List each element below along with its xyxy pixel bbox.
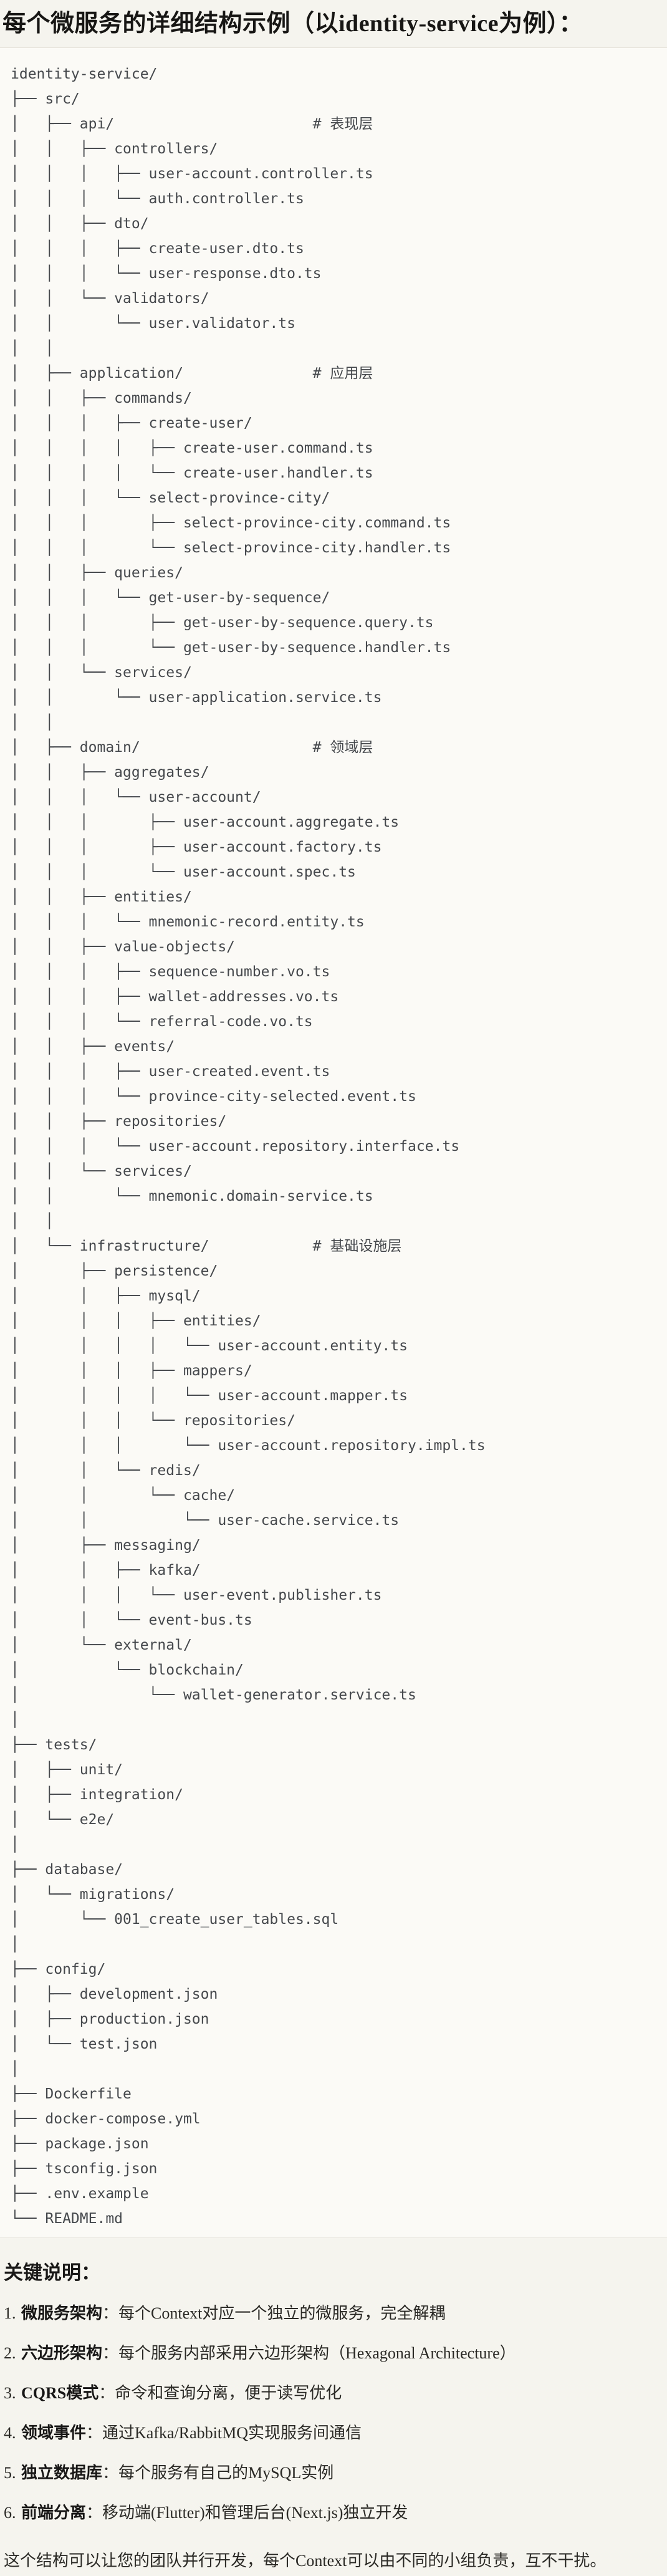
notes-heading: 关键说明： xyxy=(4,2262,100,2284)
closing-paragraph: 这个结构可以让您的团队并行开发，每个Context可以由不同的小组负责，互不干扰… xyxy=(4,2552,607,2570)
page-title: 每个微服务的详细结构示例（以identity-service为例）： xyxy=(2,11,583,37)
item-number: 6. xyxy=(4,2504,20,2522)
item-number: 3. xyxy=(4,2384,20,2402)
item-number: 1. xyxy=(4,2304,20,2322)
list-item: 4. 领域事件：通过Kafka/RabbitMQ实现服务间通信 xyxy=(4,2424,658,2443)
key-notes-section: 关键说明： 1. 微服务架构：每个Context对应一个独立的微服务，完全解耦 … xyxy=(0,2262,667,2576)
directory-tree: identity-service/ ├── src/ │ ├── api/ # … xyxy=(11,66,486,2227)
item-number: 2. xyxy=(4,2344,20,2362)
list-item: 1. 微服务架构：每个Context对应一个独立的微服务，完全解耦 xyxy=(4,2304,658,2323)
notes-list: 1. 微服务架构：每个Context对应一个独立的微服务，完全解耦 2. 六边形… xyxy=(4,2304,658,2522)
item-number: 4. xyxy=(4,2424,20,2442)
list-item: 3. CQRS模式：命令和查询分离，便于读写优化 xyxy=(4,2384,658,2403)
item-text: ：每个Context对应一个独立的微服务，完全解耦 xyxy=(102,2304,446,2322)
item-label: 微服务架构 xyxy=(21,2304,103,2322)
list-item: 6. 前端分离：移动端(Flutter)和管理后台(Next.js)独立开发 xyxy=(4,2504,658,2522)
item-label: 前端分离 xyxy=(21,2504,87,2522)
item-label: 六边形架构 xyxy=(21,2344,103,2362)
item-label: CQRS模式 xyxy=(21,2384,99,2402)
item-label: 领域事件 xyxy=(21,2424,87,2442)
item-text: ：通过Kafka/RabbitMQ实现服务间通信 xyxy=(86,2424,362,2442)
item-text: ：每个服务有自己的MySQL实例 xyxy=(102,2464,334,2482)
item-text: ：移动端(Flutter)和管理后台(Next.js)独立开发 xyxy=(86,2504,408,2522)
item-text: ：命令和查询分离，便于读写优化 xyxy=(98,2384,342,2402)
item-label: 独立数据库 xyxy=(21,2464,103,2482)
list-item: 2. 六边形架构：每个服务内部采用六边形架构（Hexagonal Archite… xyxy=(4,2344,658,2363)
list-item: 5. 独立数据库：每个服务有自己的MySQL实例 xyxy=(4,2464,658,2482)
item-number: 5. xyxy=(4,2464,20,2482)
item-text: ：每个服务内部采用六边形架构（Hexagonal Architecture） xyxy=(102,2344,516,2362)
code-block: identity-service/ ├── src/ │ ├── api/ # … xyxy=(0,47,667,2238)
